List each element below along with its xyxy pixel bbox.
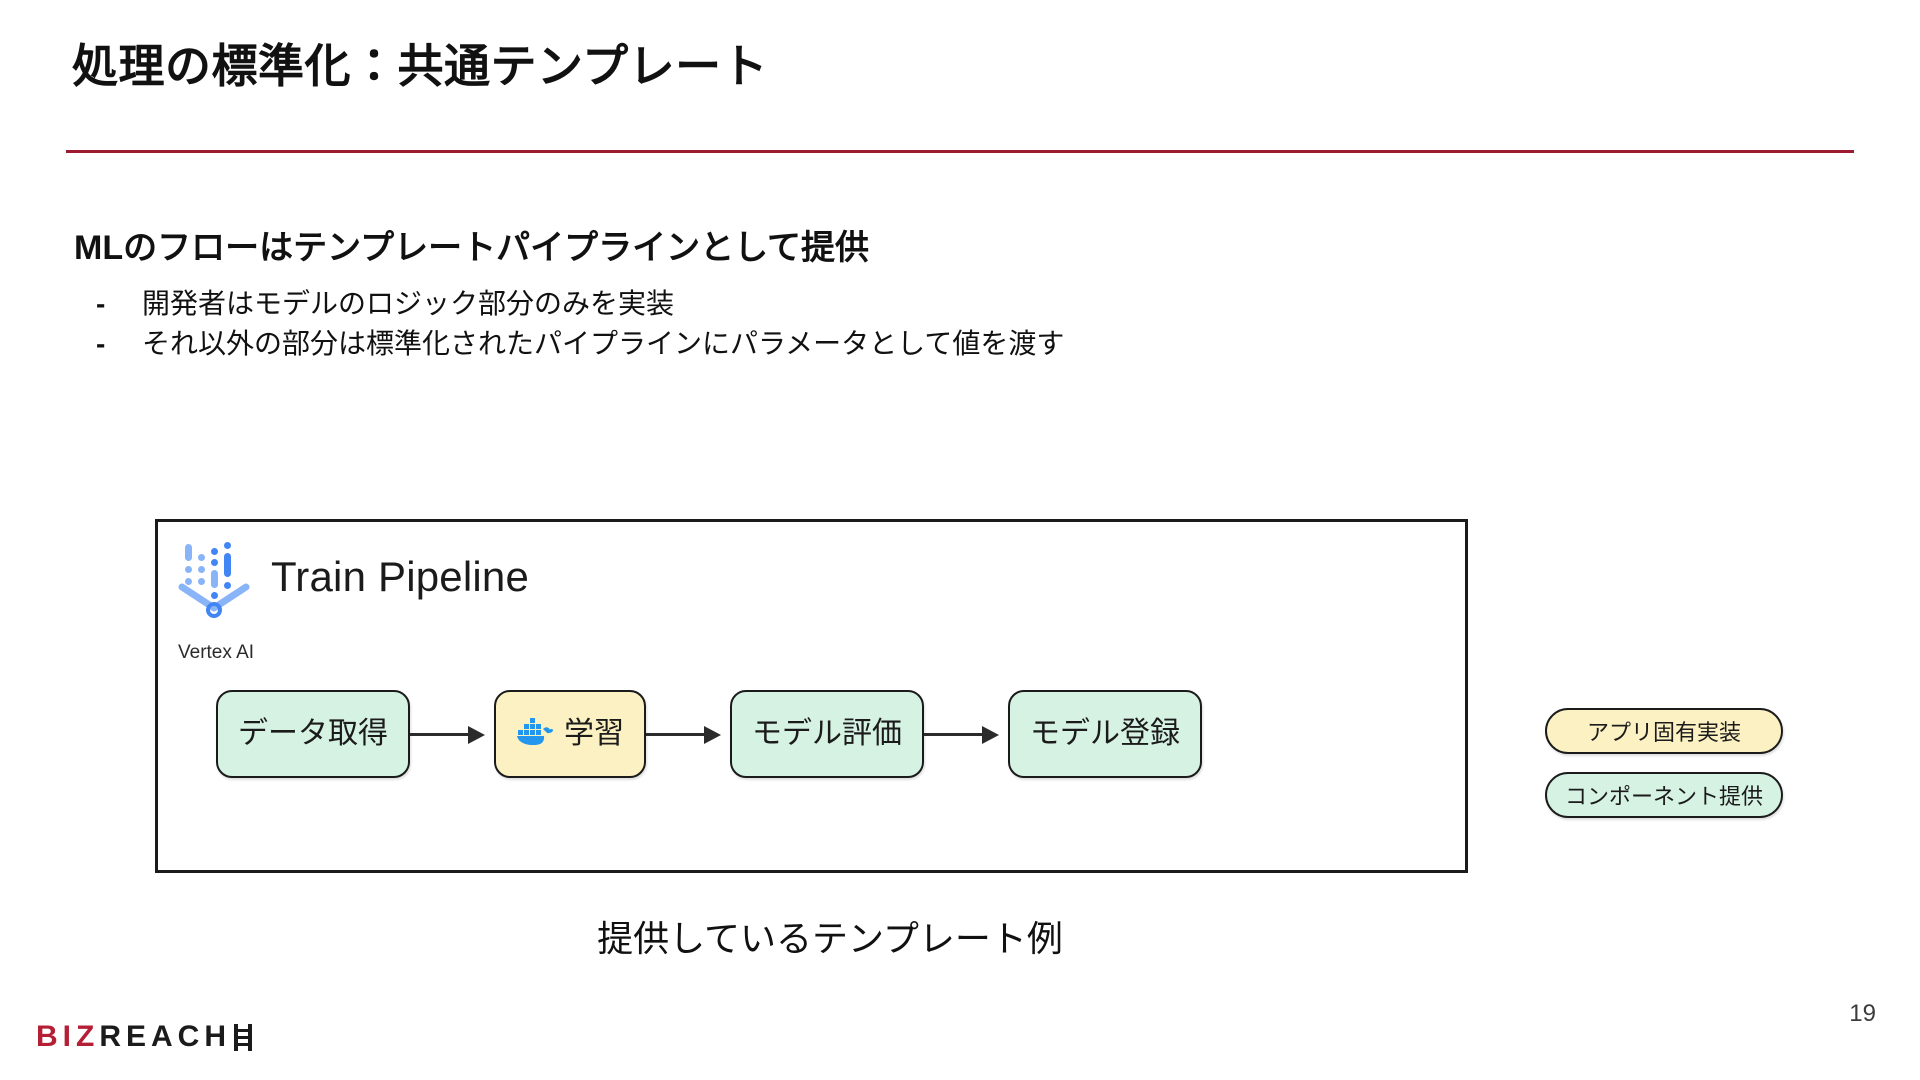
node-label: モデル登録 (1030, 717, 1180, 750)
bullet-text: 開発者はモデルのロジック部分のみを実装 (142, 288, 675, 319)
page-title: 処理の標準化：共通テンプレート (72, 40, 769, 92)
arrow-right-icon (924, 722, 1008, 746)
diagram-caption-text: 提供しているテンプレート例 (597, 918, 1063, 959)
node-label: モデル評価 (752, 717, 902, 750)
legend-item-app-specific: アプリ固有実装 (1545, 708, 1784, 754)
list-item: - それ以外の部分は標準化されたパイプラインにパラメータとして値を渡す (96, 324, 1064, 364)
docker-icon (516, 715, 554, 753)
pipeline-node-row: データ取得 (216, 690, 1202, 778)
brand-reach-text: REACH (99, 1020, 231, 1053)
pipeline-node-model-register[interactable]: モデル登録 (1008, 690, 1202, 778)
bullet-text: それ以外の部分は標準化されたパイプラインにパラメータとして値を渡す (142, 327, 1065, 359)
arrow-right-icon (410, 722, 494, 746)
list-item: - 開発者はモデルのロジック部分のみを実装 (96, 284, 1064, 324)
bizreach-logo: BIZ REACH (36, 1020, 253, 1054)
diagram-caption: 提供しているテンプレート例 (0, 910, 1920, 962)
page-number: 19 (1849, 1000, 1876, 1027)
bullet-marker: - (96, 288, 106, 319)
legend-label: アプリ固有実装 (1587, 720, 1742, 745)
lead-heading: MLのフローはテンプレートパイプラインとして提供 (74, 229, 870, 267)
brand-biz-text: BIZ (36, 1020, 100, 1053)
arrow-right-icon (646, 722, 730, 746)
node-label: データ取得 (238, 717, 388, 750)
pipeline-diagram-frame: Train Pipeline Vertex AI データ取得 (155, 519, 1468, 873)
title-underline-rule (66, 150, 1854, 153)
bullet-marker: - (96, 327, 106, 359)
legend-item-component-provided: コンポーネント提供 (1545, 772, 1784, 818)
brand-ladder-mark-icon (233, 1023, 253, 1051)
platform-caption: Vertex AI (178, 642, 255, 663)
pipeline-node-train[interactable]: 学習 (494, 690, 646, 778)
pipeline-node-model-eval[interactable]: モデル評価 (730, 690, 924, 778)
legend-label: コンポーネント提供 (1565, 784, 1764, 809)
bullet-list: - 開発者はモデルのロジック部分のみを実装 - それ以外の部分は標準化されたパイ… (96, 284, 1064, 364)
pipeline-title: Train Pipeline (271, 553, 530, 600)
vertex-ai-logo-icon (178, 540, 252, 620)
pipeline-node-data-ingest[interactable]: データ取得 (216, 690, 410, 778)
node-label: 学習 (564, 717, 624, 750)
legend: アプリ固有実装 コンポーネント提供 (1545, 708, 1784, 818)
